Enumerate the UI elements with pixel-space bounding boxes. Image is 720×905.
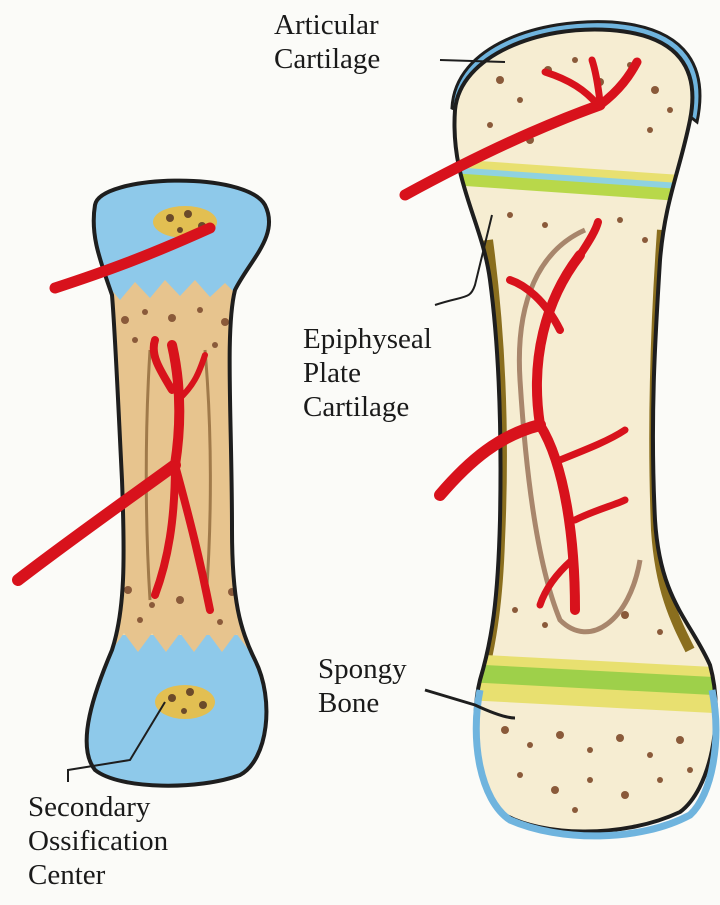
label-line: Cartilage — [303, 390, 432, 424]
label-line: Center — [28, 858, 168, 892]
label-secondary-ossification-center: Secondary Ossification Center — [28, 790, 168, 892]
developing-bone — [18, 160, 290, 805]
label-spongy-bone: Spongy Bone — [318, 652, 407, 720]
label-line: Secondary — [28, 790, 168, 824]
mature-bone — [405, 22, 720, 836]
label-articular-cartilage: Articular Cartilage — [274, 8, 380, 76]
label-line: Plate — [303, 356, 432, 390]
label-line: Articular — [274, 8, 380, 42]
label-epiphyseal-plate-cartilage: Epiphyseal Plate Cartilage — [303, 322, 432, 424]
label-line: Bone — [318, 686, 407, 720]
label-line: Cartilage — [274, 42, 380, 76]
label-line: Spongy — [318, 652, 407, 686]
label-line: Ossification — [28, 824, 168, 858]
label-line: Epiphyseal — [303, 322, 432, 356]
